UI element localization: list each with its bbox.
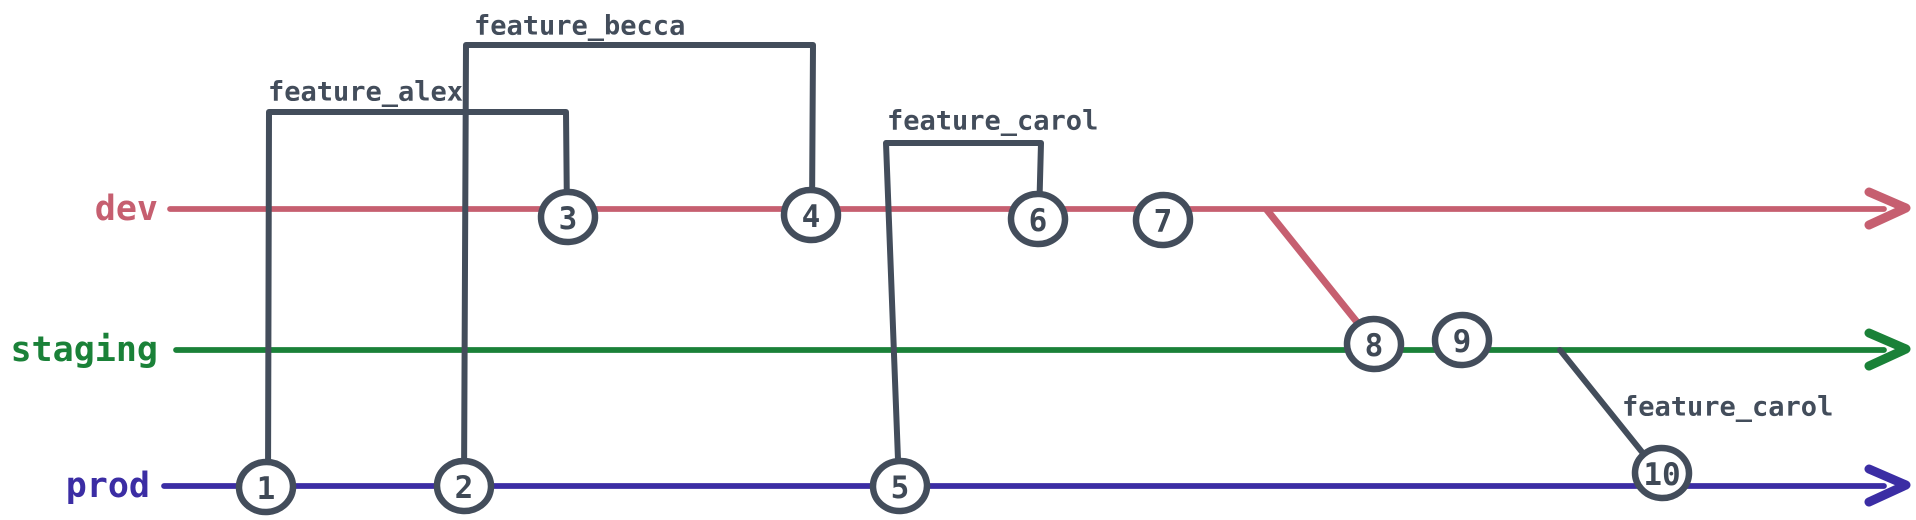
commit-label-4: 4 — [802, 199, 821, 235]
feature-branch-line-feature_carol-3 — [1557, 347, 1649, 460]
commit-node-3 — [537, 188, 599, 246]
commit-label-2: 2 — [455, 470, 474, 506]
feature-branch-label-feature_carol-3: feature_carol — [1622, 392, 1833, 423]
branch-arrow-icon-prod — [1864, 464, 1911, 507]
commit-node-5 — [869, 457, 931, 515]
commit-node-7 — [1132, 191, 1194, 249]
commit-label-8: 8 — [1365, 328, 1384, 364]
feature-branch-label-feature_alex-0: feature_alex — [268, 77, 463, 108]
commit-label-10: 10 — [1643, 457, 1680, 493]
branch-arrow-icon-dev — [1864, 187, 1911, 230]
commit-node-8 — [1343, 315, 1405, 373]
commit-node-6 — [1007, 190, 1069, 248]
feature-branch-line-feature_carol-2 — [883, 140, 1044, 489]
commit-node-1 — [235, 458, 297, 516]
branch-arrow-icon-staging — [1864, 328, 1911, 371]
branch-label-prod: prod — [66, 466, 150, 506]
commit-label-7: 7 — [1154, 204, 1173, 240]
commit-label-5: 5 — [891, 470, 910, 506]
merge-line-dev-to-staging — [1263, 206, 1373, 341]
commit-node-4 — [780, 186, 842, 244]
feature-branch-label-feature_carol-2: feature_carol — [887, 106, 1098, 137]
commit-label-3: 3 — [559, 201, 578, 237]
feature-branch-line-feature_becca-1 — [461, 42, 816, 489]
branch-label-staging: staging — [10, 330, 158, 370]
commit-label-1: 1 — [257, 471, 276, 507]
commit-node-2 — [433, 457, 495, 515]
feature-branch-label-feature_becca-1: feature_becca — [474, 11, 685, 42]
commit-label-6: 6 — [1029, 203, 1048, 239]
commit-node-9 — [1431, 311, 1493, 369]
branch-label-dev: dev — [95, 189, 158, 229]
feature-branch-line-feature_alex-0 — [265, 109, 570, 489]
commit-label-9: 9 — [1453, 324, 1472, 360]
commit-node-10 — [1631, 444, 1693, 502]
